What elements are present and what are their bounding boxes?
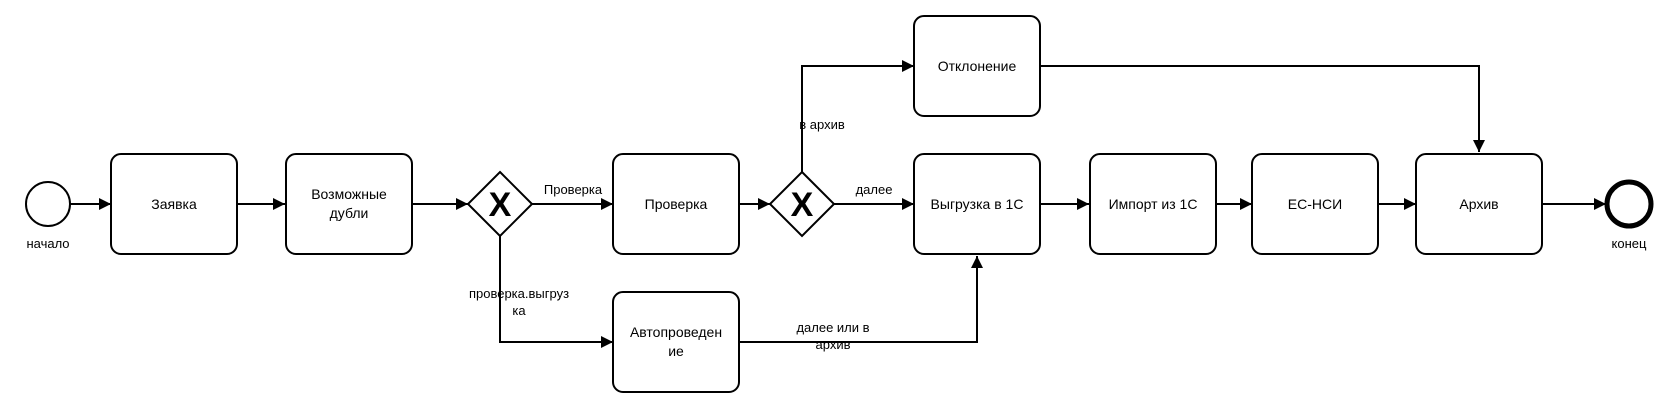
connectors — [68, 60, 1606, 348]
task-auto-label-line1: Автопроведен — [630, 324, 722, 340]
flow-reject-to-archive[interactable] — [1040, 65, 1485, 152]
task-duplicates-label-line1: Возможные — [311, 186, 387, 202]
task-esnsi-label: ЕС-НСИ — [1288, 196, 1342, 212]
flow-label-g2-next: далее — [856, 182, 893, 197]
gateway-2-x-icon: X — [791, 186, 814, 224]
task-check[interactable]: Проверка — [612, 153, 740, 255]
start-event-label: начало — [26, 236, 69, 251]
gateway-1-x-icon: X — [489, 186, 512, 224]
task-import1c-label: Импорт из 1С — [1109, 196, 1198, 212]
gateway-2[interactable]: X — [768, 170, 836, 238]
flow-label-g2-archive: в архив — [799, 117, 845, 132]
flow-gateway2-to-reject[interactable] — [801, 60, 914, 172]
task-duplicates-label-line2: дубли — [330, 205, 369, 221]
flow-label-auto-next-line1: далее или в — [796, 320, 869, 335]
task-check-label: Проверка — [645, 196, 708, 212]
task-archive-label: Архив — [1459, 196, 1498, 212]
flow-label-g1-export-line1: проверка.выгруз — [469, 286, 569, 301]
start-event[interactable] — [25, 181, 71, 227]
task-esnsi[interactable]: ЕС-НСИ — [1251, 153, 1379, 255]
task-duplicates[interactable]: Возможные дубли — [285, 153, 413, 255]
gateway-1[interactable]: X — [466, 170, 534, 238]
task-auto[interactable]: Автопроведен ие — [612, 291, 740, 393]
end-event-label: конец — [1612, 236, 1647, 251]
flow-label-g1-export-line2: ка — [512, 303, 526, 318]
task-import1c[interactable]: Импорт из 1С — [1089, 153, 1217, 255]
flow-auto-to-export1c[interactable] — [739, 256, 983, 343]
task-archive[interactable]: Архив — [1415, 153, 1543, 255]
task-reject-label: Отклонение — [938, 58, 1017, 74]
task-request[interactable]: Заявка — [110, 153, 238, 255]
task-request-label: Заявка — [151, 196, 197, 212]
flow-label-auto-next-line2: архив — [816, 337, 851, 352]
task-export1c-label: Выгрузка в 1С — [931, 196, 1024, 212]
task-export1c[interactable]: Выгрузка в 1С — [913, 153, 1041, 255]
task-reject[interactable]: Отклонение — [913, 15, 1041, 117]
end-event[interactable] — [1604, 179, 1654, 229]
task-auto-label-line2: ие — [668, 343, 684, 359]
flow-gateway1-to-auto[interactable] — [499, 236, 613, 348]
flow-label-g1-check: Проверка — [544, 182, 603, 197]
